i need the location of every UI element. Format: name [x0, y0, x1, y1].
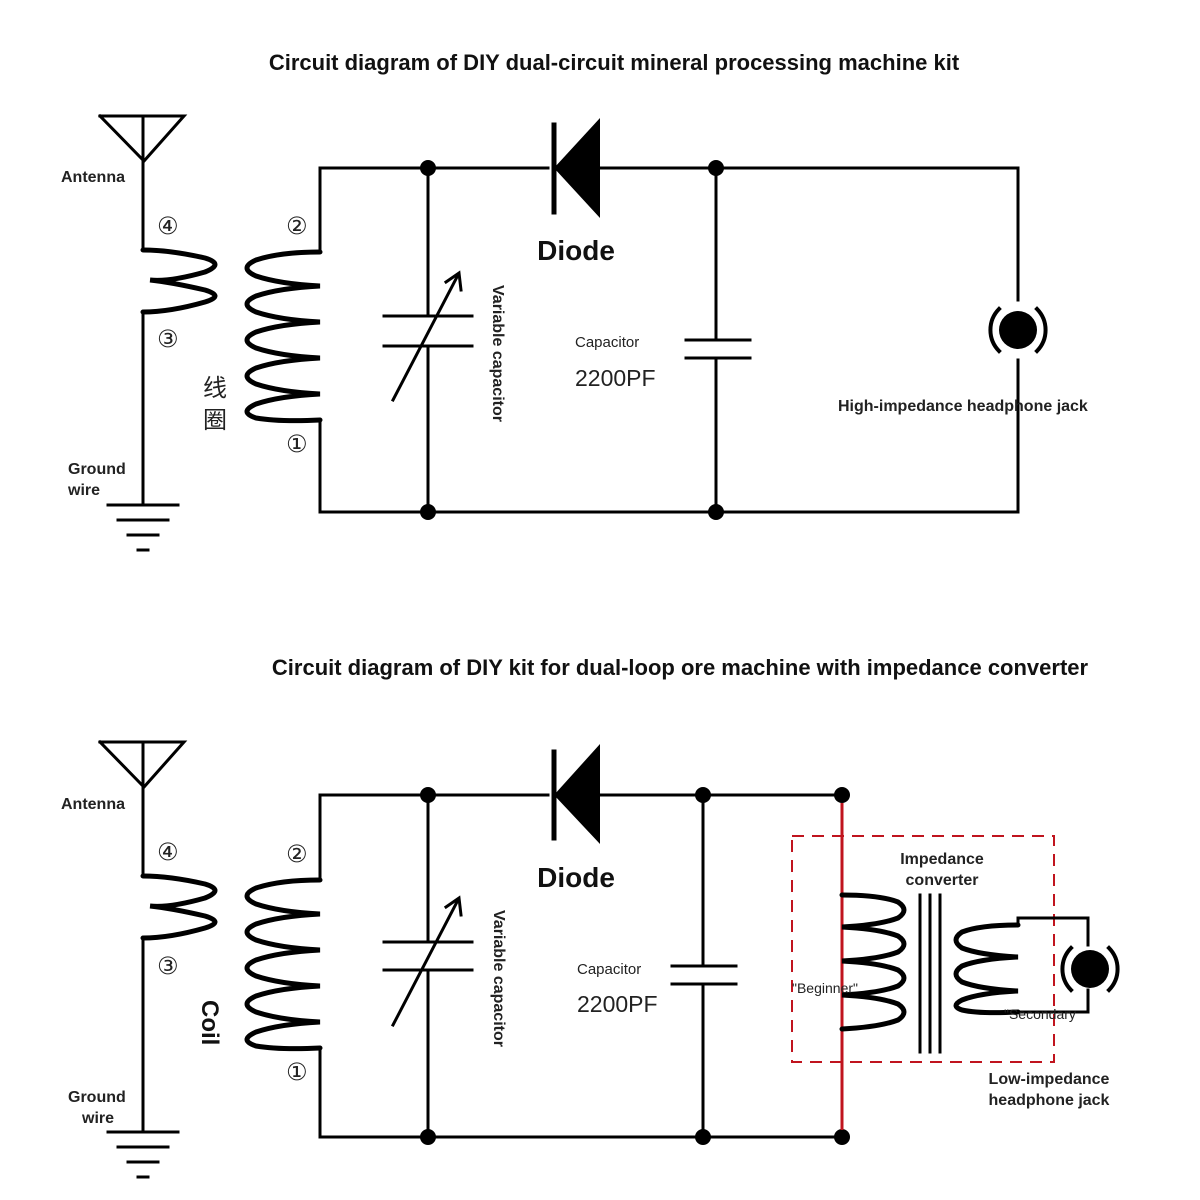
secondary-coil	[244, 877, 323, 1052]
diagram-2: Circuit diagram of DIY kit for dual-loop…	[61, 655, 1120, 1179]
capacitor-symbol	[684, 166, 752, 514]
junction-dot	[420, 504, 436, 520]
diagram-2-title: Circuit diagram of DIY kit for dual-loop…	[272, 655, 1089, 680]
junction-dot	[695, 787, 711, 803]
transformer-secondary-coil	[953, 922, 1021, 1016]
transformer-primary-coil	[839, 892, 907, 1032]
diode-label: Diode	[537, 862, 615, 893]
converter-label-line1: Impedance	[900, 851, 984, 868]
capacitor-value: 2200PF	[575, 365, 656, 391]
capacitor-value: 2200PF	[577, 991, 658, 1017]
impedance-converter-box	[791, 835, 1055, 1063]
variable-capacitor-label: Variable capacitor	[490, 910, 507, 1047]
bottom-wire	[318, 358, 1020, 514]
junction-dot	[708, 504, 724, 520]
headphone-jack-label-line2: headphone jack	[989, 1092, 1110, 1109]
diode-symbol	[551, 118, 600, 218]
junction-dot	[420, 787, 436, 803]
junction-dot	[420, 1129, 436, 1145]
antenna-symbol	[97, 739, 188, 790]
top-wire-left	[318, 166, 550, 254]
converter-label-line2: converter	[906, 872, 979, 889]
capacitor-symbol	[670, 793, 738, 1139]
diagram-1-title: Circuit diagram of DIY dual-circuit mine…	[269, 50, 960, 75]
primary-coil	[140, 247, 218, 315]
headphone-jack-label: High-impedance headphone jack	[838, 398, 1088, 415]
junction-dot	[420, 160, 436, 176]
variable-capacitor-label: Variable capacitor	[489, 285, 506, 422]
terminal-3-label: ③	[157, 325, 179, 353]
ground-label-line1: Ground	[68, 1089, 126, 1106]
terminal-4-label: ④	[157, 838, 179, 866]
diode-symbol	[551, 744, 600, 844]
capacitor-label: Capacitor	[577, 961, 641, 978]
antenna-label: Antenna	[61, 796, 125, 813]
headphone-jack-icon	[1060, 945, 1120, 993]
ground-label-line1: Ground	[68, 461, 126, 478]
junction-dot	[834, 1129, 850, 1145]
capacitor-label: Capacitor	[575, 334, 639, 351]
variable-capacitor-symbol	[382, 793, 474, 1139]
headphone-jack-label-line1: Low-impedance	[989, 1071, 1110, 1088]
ground-label-line2: wire	[67, 482, 100, 499]
secondary-coil	[244, 249, 323, 424]
coil-label-line2: 圈	[203, 406, 227, 434]
terminal-1-label: ①	[286, 430, 308, 458]
junction-dot	[834, 787, 850, 803]
junction-dot	[695, 1129, 711, 1145]
terminal-3-label: ③	[157, 952, 179, 980]
variable-capacitor-symbol	[382, 166, 474, 514]
ground-symbol	[106, 1130, 180, 1179]
terminal-2-label: ②	[286, 212, 308, 240]
terminal-1-label: ①	[286, 1058, 308, 1086]
diode-label: Diode	[537, 235, 615, 266]
primary-coil	[140, 873, 218, 941]
bottom-wire	[318, 1046, 844, 1139]
junction-dot	[708, 160, 724, 176]
ground-label-line2: wire	[81, 1110, 114, 1127]
secondary-winding-label: "Secondary	[1004, 1006, 1076, 1022]
headphone-jack-icon	[988, 306, 1048, 354]
coil-label: Coil	[196, 1000, 223, 1045]
secondary-wire-top	[1016, 916, 1090, 947]
top-wire-left	[318, 793, 550, 882]
ground-symbol	[106, 503, 180, 552]
terminal-2-label: ②	[286, 840, 308, 868]
coil-label-line1: 线	[203, 374, 227, 402]
transformer-core	[918, 893, 942, 1054]
terminal-4-label: ④	[157, 212, 179, 240]
diagram-1: Circuit diagram of DIY dual-circuit mine…	[61, 50, 1088, 552]
antenna-label: Antenna	[61, 169, 125, 186]
top-wire-right	[598, 166, 1020, 302]
secondary-wire-bottom	[1016, 988, 1090, 1014]
antenna-symbol	[97, 113, 188, 164]
primary-winding-label: "Beginner"	[792, 980, 858, 996]
